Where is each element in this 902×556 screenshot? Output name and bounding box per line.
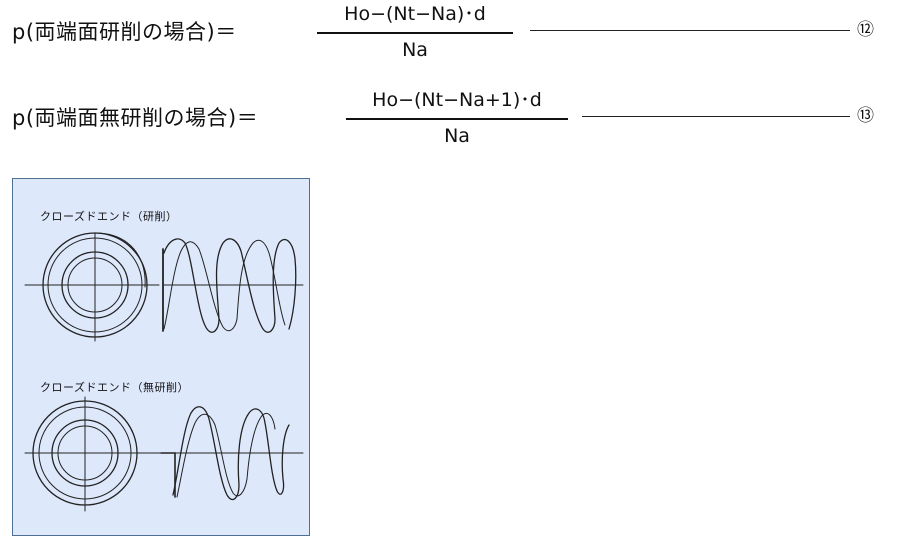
outer-coil-inner-edge (47, 237, 143, 333)
caption-closed-end-unground: クローズドエンド（無研削） (40, 381, 189, 394)
unground-end-hook (160, 452, 176, 498)
fraction-denominator: Na (444, 125, 470, 147)
spring-side-view-ground-diagram (162, 238, 304, 333)
inner-coil-circle (61, 251, 129, 319)
fraction-bar (346, 118, 568, 120)
spring-drawings (24, 232, 304, 512)
spring-end-figure: クローズドエンド（研削） クローズドエンド（無研削） (12, 178, 310, 536)
spring-top-view-ground-diagram (24, 232, 160, 342)
formula-unground-ends: p(両端面無研削の場合)＝ Ho−(Nt−Na+1)･d Na ⑬ (12, 86, 892, 156)
equation-number: ⑬ (857, 106, 874, 126)
fraction: Ho−(Nt−Na+1)･d Na (346, 86, 568, 150)
fraction-numerator: Ho−(Nt−Na)･d (344, 3, 486, 25)
fraction: Ho−(Nt−Na)･d Na (317, 0, 513, 64)
formula-lhs: p(両端面無研削の場合)＝ (12, 106, 259, 130)
equation-number: ⑫ (857, 20, 874, 40)
outer-coil-circle (32, 400, 138, 506)
inner-coil-circle (51, 419, 119, 487)
fraction-bar (317, 32, 513, 34)
inner-coil-inner-edge (57, 425, 113, 481)
spring-side-view-unground-diagram (156, 406, 304, 501)
formula-lhs: p(両端面研削の場合)＝ (12, 20, 237, 44)
coil-front-strands (163, 238, 297, 333)
inner-coil-inner-edge (67, 257, 123, 313)
coil-back-strands (176, 413, 276, 498)
spring-top-view-unground-diagram (24, 396, 160, 512)
caption-closed-end-ground: クローズドエンド（研削） (40, 210, 178, 223)
formula-ground-ends: p(両端面研削の場合)＝ Ho−(Nt−Na)･d Na ⑫ (12, 0, 892, 70)
coil-end-arc (94, 232, 146, 288)
coil-front-strands (172, 406, 290, 501)
coil-back-strands (163, 239, 286, 332)
outer-coil-inner-edge (38, 406, 132, 500)
leader-line (530, 30, 850, 31)
fraction-numerator: Ho−(Nt−Na+1)･d (372, 89, 542, 111)
fraction-denominator: Na (402, 39, 428, 61)
leader-line (582, 116, 850, 117)
